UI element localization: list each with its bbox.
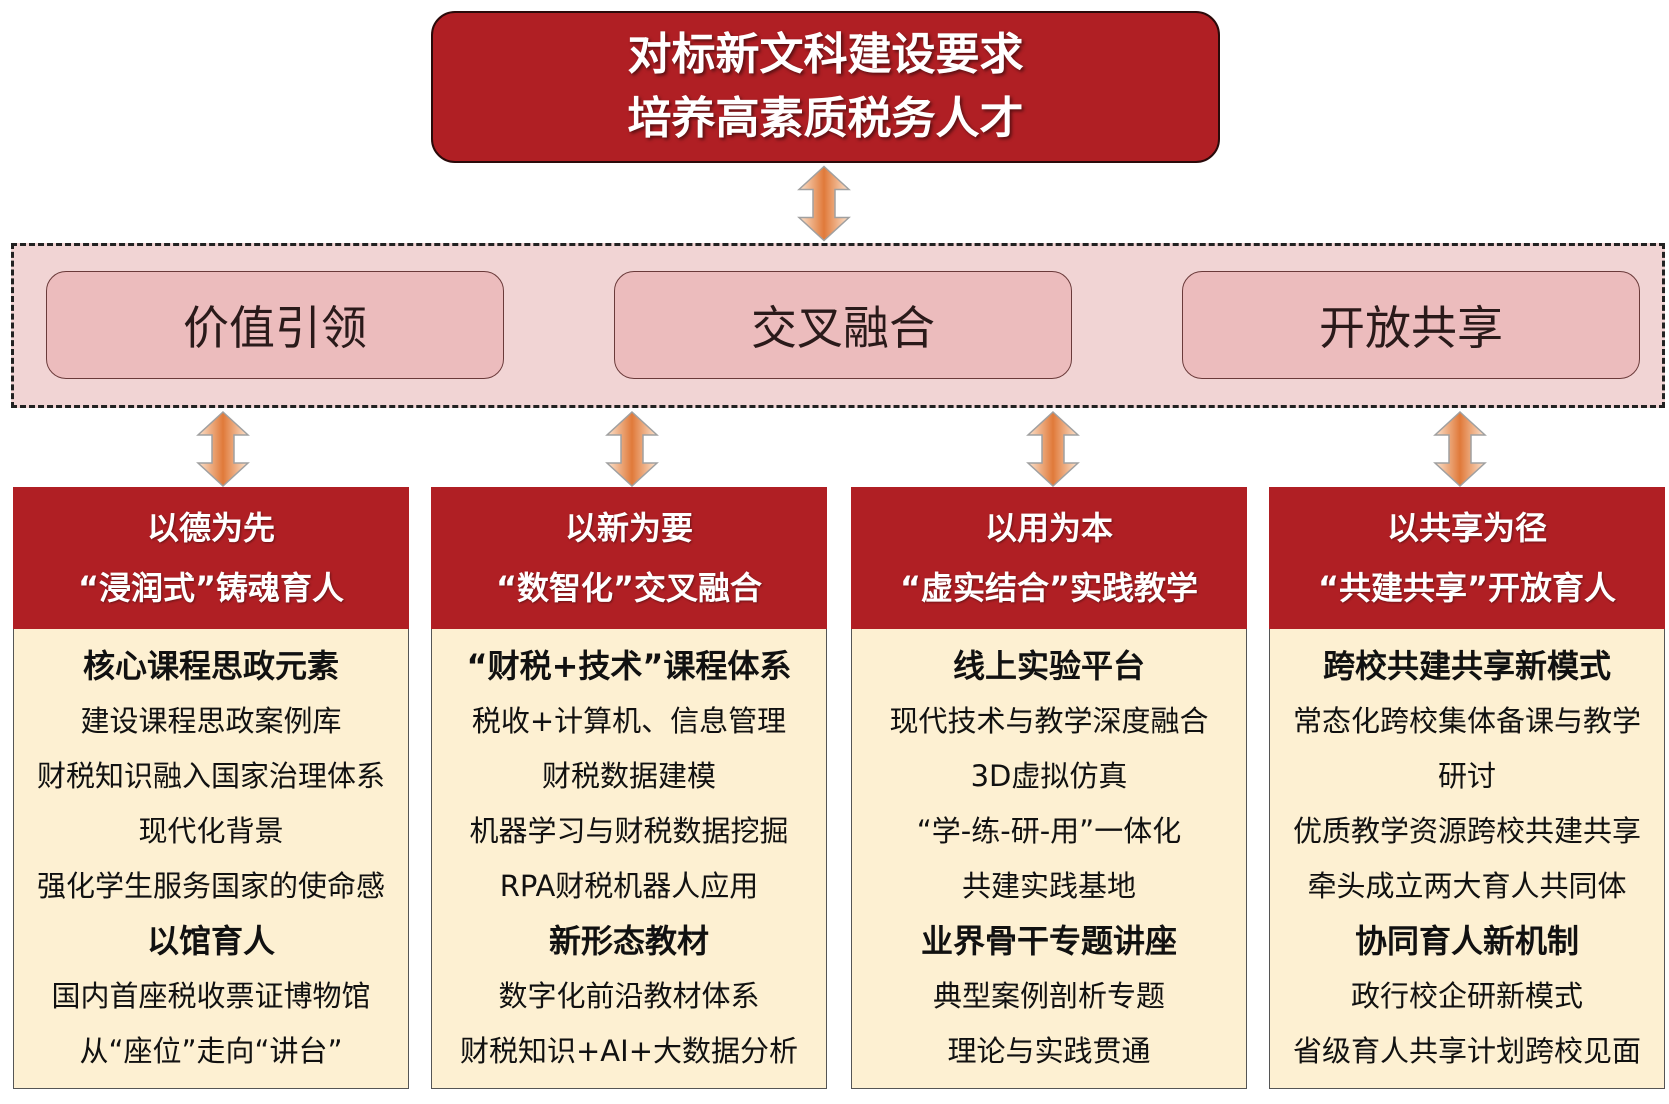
list-item: 现代技术与教学深度融合 [889, 704, 1209, 738]
column-header: 以用为本 “虚实结合”实践教学 [851, 487, 1247, 629]
column-application: 以用为本 “虚实结合”实践教学 线上实验平台现代技术与教学深度融合 3D虚拟仿真 “… [851, 487, 1247, 1089]
list-item: 常态化跨校集体备课与教学 [1292, 704, 1641, 738]
list-item: 国内首座税收票证博物馆 [51, 979, 371, 1013]
list-item: 政行校企研新模式 [1350, 979, 1583, 1013]
column-moral-first: 以德为先 “浸润式”铸魂育人 核心课程思政元素建设课程思政案例库财税知识融入国家… [13, 487, 409, 1089]
column-header-subtitle: “共建共享”开放育人 [1317, 569, 1617, 607]
column-header-subtitle: “浸润式”铸魂育人 [77, 569, 345, 607]
goal-banner: 对标新文科建设要求 培养高素质税务人才 [431, 11, 1220, 163]
column-body: 核心课程思政元素建设课程思政案例库财税知识融入国家治理体系现代化背景强化学生服务… [13, 629, 409, 1089]
list-item: RPA财税机器人应用 [499, 869, 759, 903]
column-header-title: 以用为本 [984, 509, 1113, 547]
list-item: 牵头成立两大育人共同体 [1307, 869, 1627, 903]
list-item: 研讨 [1437, 759, 1496, 793]
double-arrow-icon [798, 165, 850, 242]
list-item: 数字化前沿教材体系 [498, 979, 760, 1013]
goal-line-1: 对标新文科建设要求 [627, 29, 1024, 80]
column-innovation: 以新为要 “数智化”交叉融合 “财税+技术”课程体系税收+计算机、信息管理财税数… [431, 487, 827, 1089]
list-item: 从“座位”走向“讲台” [79, 1034, 343, 1068]
section-heading: “财税+技术”课程体系 [466, 647, 792, 685]
list-item: 优质教学资源跨校共建共享 [1292, 814, 1641, 848]
section-heading: 业界骨干专题讲座 [920, 922, 1177, 960]
column-header-subtitle: “数智化”交叉融合 [495, 569, 763, 607]
column-header-title: 以新为要 [564, 509, 693, 547]
list-item: 3D虚拟仿真 [970, 759, 1128, 793]
principle-value-leading: 价值引领 [46, 271, 504, 379]
section-heading: 核心课程思政元素 [82, 647, 339, 685]
double-arrow-icon [606, 411, 658, 487]
column-header: 以德为先 “浸润式”铸魂育人 [13, 487, 409, 629]
section-heading: 跨校共建共享新模式 [1322, 647, 1611, 685]
principle-cross-integration: 交叉融合 [614, 271, 1072, 379]
list-item: 省级育人共享计划跨校见面 [1292, 1034, 1641, 1068]
double-arrow-icon [197, 411, 249, 487]
column-header-title: 以共享为径 [1386, 509, 1547, 547]
list-item: 现代化背景 [138, 814, 284, 848]
column-sharing: 以共享为径 “共建共享”开放育人 跨校共建共享新模式常态化跨校集体备课与教学研讨… [1269, 487, 1665, 1089]
list-item: 机器学习与财税数据挖掘 [469, 814, 789, 848]
column-header-subtitle: “虚实结合”实践教学 [899, 569, 1199, 607]
list-item: 财税知识+AI+大数据分析 [460, 1034, 798, 1068]
list-item: “学-练-研-用”一体化 [916, 814, 1182, 848]
principle-open-sharing: 开放共享 [1182, 271, 1640, 379]
list-item: 税收+计算机、信息管理 [471, 704, 787, 738]
double-arrow-icon [1027, 411, 1079, 487]
column-header-title: 以德为先 [146, 509, 275, 547]
list-item: 财税数据建模 [541, 759, 716, 793]
list-item: 强化学生服务国家的使命感 [36, 869, 385, 903]
column-header: 以共享为径 “共建共享”开放育人 [1269, 487, 1665, 629]
column-body: 线上实验平台现代技术与教学深度融合 3D虚拟仿真 “学-练-研-用”一体化共建实践基… [851, 629, 1247, 1089]
column-header: 以新为要 “数智化”交叉融合 [431, 487, 827, 629]
section-heading: 协同育人新机制 [1354, 922, 1579, 960]
double-arrow-icon [1434, 411, 1486, 487]
list-item: 理论与实践贯通 [947, 1034, 1151, 1068]
column-body: “财税+技术”课程体系税收+计算机、信息管理财税数据建模机器学习与财税数据挖掘 R… [431, 629, 827, 1089]
section-heading: 线上实验平台 [952, 647, 1145, 685]
list-item: 财税知识融入国家治理体系 [36, 759, 385, 793]
section-heading: 新形态教材 [548, 922, 709, 960]
column-body: 跨校共建共享新模式常态化跨校集体备课与教学研讨优质教学资源跨校共建共享牵头成立两… [1269, 629, 1665, 1089]
section-heading: 以馆育人 [146, 922, 275, 960]
list-item: 共建实践基地 [961, 869, 1136, 903]
list-item: 建设课程思政案例库 [80, 704, 342, 738]
goal-line-2: 培养高素质税务人才 [627, 93, 1024, 144]
list-item: 典型案例剖析专题 [932, 979, 1165, 1013]
